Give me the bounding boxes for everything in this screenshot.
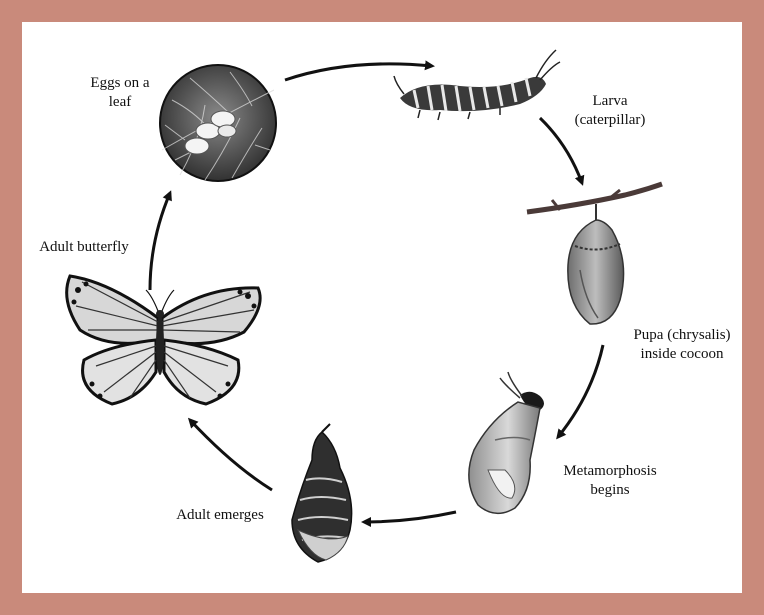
arrow-eggs-to-larva — [284, 60, 435, 82]
stage-label-adult-line1: Adult butterfly — [39, 239, 129, 255]
stage-label-metamorphosis: Metamorphosis begins — [540, 462, 680, 500]
stage-label-pupa-line1: Pupa (chrysalis) — [633, 327, 731, 343]
butterfly-icon — [65, 274, 262, 406]
stage-label-pupa-line2: inside cocoon — [640, 346, 724, 362]
emerging-butterfly-icon — [291, 423, 353, 563]
eggs-on-leaf-icon — [159, 64, 277, 182]
stage-label-eggs-line2: leaf — [108, 94, 132, 110]
stage-label-pupa: Pupa (chrysalis) inside cocoon — [612, 326, 752, 364]
arrow-pupa-to-metamorphosis — [556, 344, 605, 440]
stage-label-adult: Adult butterfly — [18, 238, 150, 257]
stage-label-larva-line1: Larva — [592, 93, 628, 109]
arrow-emerges-to-adult — [187, 417, 273, 492]
arrow-larva-to-pupa — [538, 116, 585, 186]
stage-label-eggs-line1: Eggs on a — [90, 75, 150, 91]
stage-label-larva: Larva (caterpillar) — [550, 92, 670, 130]
arrow-metamorphosis-to-emerges — [361, 510, 457, 527]
chrysalis-icon — [526, 181, 663, 325]
stage-label-metamorphosis-line2: begins — [590, 482, 630, 498]
cycle-arrows — [148, 60, 605, 527]
stage-label-larva-line2: (caterpillar) — [574, 112, 646, 128]
stage-label-emerges: Adult emerges — [158, 506, 282, 525]
changing-chrysalis-icon — [468, 371, 544, 514]
stage-label-emerges-line1: Adult emerges — [176, 507, 264, 523]
caterpillar-icon — [393, 49, 561, 121]
stage-label-metamorphosis-line1: Metamorphosis — [563, 463, 657, 479]
stage-label-eggs: Eggs on a leaf — [60, 74, 180, 112]
arrow-adult-to-eggs — [148, 190, 172, 291]
